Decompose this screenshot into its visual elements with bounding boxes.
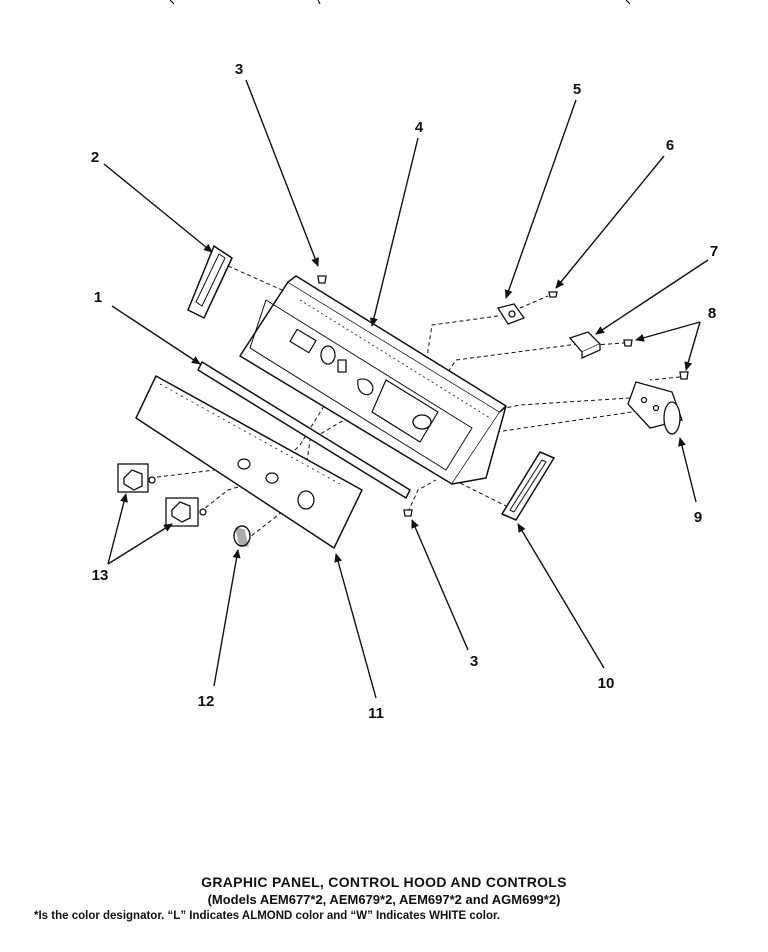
- callout-10: 10: [598, 675, 615, 692]
- callout-2: 2: [91, 149, 99, 166]
- callout-11: 11: [368, 705, 384, 722]
- top-edge-marks: [169, 0, 631, 5]
- graphic-panel: [135, 375, 363, 549]
- rotary-switch-lower: [165, 497, 207, 527]
- leader-lines: [103, 79, 709, 699]
- knob: [233, 525, 251, 547]
- control-hood: [239, 275, 507, 485]
- callout-13: 13: [92, 567, 109, 584]
- callout-3-top: 3: [235, 61, 243, 78]
- screw-hood-top: [317, 275, 327, 284]
- timer: [627, 381, 683, 435]
- screw-lower: [403, 509, 413, 517]
- callout-4: 4: [415, 119, 424, 136]
- callout-9: 9: [694, 509, 702, 526]
- model-list: (Models AEM677*2, AEM679*2, AEM697*2 and…: [207, 892, 561, 907]
- diagram-title: GRAPHIC PANEL, CONTROL HOOD AND CONTROLS: [201, 874, 567, 890]
- screw-pair: [623, 339, 689, 380]
- callout-1: 1: [94, 289, 102, 306]
- callout-6: 6: [666, 137, 674, 154]
- callout-12: 12: [198, 693, 215, 710]
- trim-strip: [197, 361, 411, 499]
- callout-5: 5: [573, 81, 581, 98]
- switch-bracket: [496, 303, 526, 325]
- right-end-cap: [501, 451, 555, 521]
- rotary-switch-upper: [117, 463, 156, 493]
- color-note: *Is the color designator. “L” Indicates …: [34, 910, 501, 922]
- callout-8: 8: [708, 305, 716, 322]
- switch-block: [568, 331, 602, 360]
- left-end-cap: [187, 245, 233, 319]
- callout-labels: 1 2 3 4 5 6 7 8 9 10 11 12 13 3: [91, 61, 718, 722]
- callout-3-bottom: 3: [470, 653, 478, 670]
- callout-7: 7: [710, 243, 718, 260]
- screw-upper-right: [548, 291, 558, 298]
